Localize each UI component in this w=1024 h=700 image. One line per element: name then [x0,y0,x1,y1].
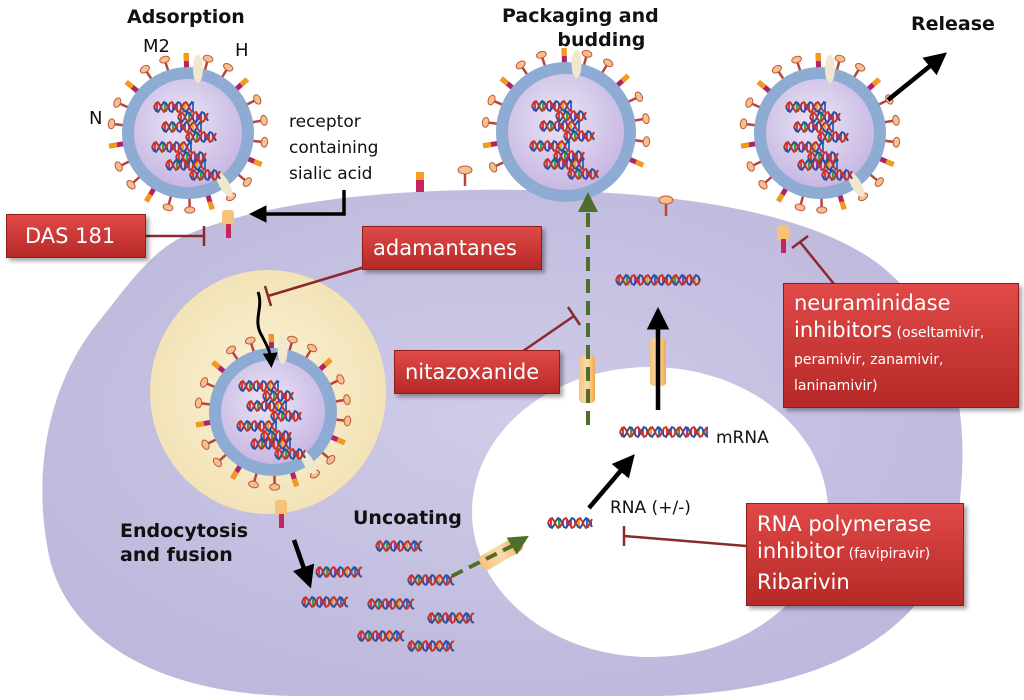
receptor-binding-arrow [249,190,346,223]
neuraminidase-inhibit-line [791,235,835,285]
drug-neuraminidase-line3: peramivir, zanamivir, [794,352,944,368]
virus-rna-segment [809,110,841,124]
drug-polymerase-line1: RNA polymerase [757,512,932,536]
stage-endocytosis: Endocytosis and fusion [120,519,248,567]
nucleus [472,367,828,657]
virus-rna-segment [274,447,306,461]
cytoplasm-rna-segment [375,539,423,553]
virus-rna-segment [821,168,853,182]
label-receptor-line1: receptor [289,112,361,132]
label-m2: M2 [143,36,170,57]
polymerase-inhibit-line [622,526,747,548]
drug-box-das181: DAS 181 [6,214,146,258]
drug-polymerase-line3: Ribarivin [757,570,850,594]
label-h: H [235,40,249,61]
label-receptor-line3: sialic acid [289,164,373,184]
label-rna: RNA (+/-) [610,498,691,518]
virus-rna-segment [539,119,581,133]
mrna-strand [619,425,709,439]
cytoplasm-rna-segment [367,597,415,611]
cytoplasm-rna-segment [407,639,455,653]
stage-adsorption: Adsorption [127,6,245,28]
label-receptor-line2: containing [289,138,379,158]
virus-rna-segment [151,140,193,154]
drug-das181: DAS 181 [25,224,116,248]
das181-inhibit-line [146,226,206,246]
virus-rna-segment [236,419,278,433]
virus-rna-segment [567,167,599,181]
cytoplasm-rna-segment [315,565,363,579]
virus-released [739,52,901,214]
cytoplasm-rna-segment [357,629,405,643]
stage-endocytosis-line1: Endocytosis [120,520,249,542]
transcription-arrow [587,454,635,510]
virus-rna-segment [177,110,209,124]
virus-rna-segment [817,130,849,144]
label-n: N [89,108,103,129]
virus-rna-segment [153,100,195,114]
stage-endocytosis-line2: and fusion [120,544,233,566]
sialic-acid-receptor [222,210,234,238]
release-arrow [886,52,948,102]
label-receptor: receptor containing sialic acid [289,109,378,187]
adamantanes-inhibit-line [263,264,369,307]
virus-rna-segment [555,109,587,123]
stage-packaging: Packaging and budding [502,4,659,52]
stage-uncoating: Uncoating [353,507,462,529]
membrane-hemagglutinin [457,165,473,186]
drug-neuraminidase-line4: laninamivir) [794,378,878,394]
stage-packaging-line1: Packaging and [502,5,659,27]
drug-adamantanes: adamantanes [373,236,517,260]
virus-rna-segment [553,149,585,163]
stage-packaging-line2: budding [557,29,646,51]
drug-nitazoxanide: nitazoxanide [405,360,540,384]
virus-rna-segment [189,168,221,182]
cytoplasm-rna-segment [301,595,349,609]
sialic-acid-receptor [275,500,287,528]
virus-endocytosed [194,333,352,491]
virus-rna-segment [238,379,280,393]
drug-box-nitazoxanide: nitazoxanide [394,350,560,394]
stage-release: Release [911,13,995,35]
membrane-neuraminidase [416,172,424,192]
virus-rna-segment [175,150,207,164]
exported-mrna-strand [615,273,701,287]
drug-polymerase-line2: inhibitor [757,539,845,563]
virus-rna-segment [807,150,839,164]
cytoplasm-rna-segment [407,573,455,587]
virus-rna-segment [783,140,825,154]
virus-rna-segment [246,399,288,413]
virus-rna-segment [785,100,827,114]
drug-box-adamantanes: adamantanes [362,226,542,270]
virus-rna-segment [185,130,217,144]
virus-adsorption [107,52,269,214]
drug-neuraminidase-line2: inhibitors [794,318,893,342]
nuclear-rna-segment [547,516,593,530]
virus-rna-segment [529,139,571,153]
virus-rna-segment [270,409,302,423]
virus-rna-segment [793,120,835,134]
virus-rna-segment [161,120,203,134]
drug-box-neuraminidase: neuraminidase inhibitors (oseltamivir, p… [783,283,1019,408]
virus-budding [481,47,651,202]
virus-rna-segment [563,129,595,143]
drug-polymerase-line2-small: (favipiravir) [844,546,931,562]
virus-rna-segment [531,99,573,113]
drug-neuraminidase-line2-small: (oseltamivir, [892,325,985,341]
membrane-hemagglutinin [658,195,674,216]
sialic-acid-receptor [777,225,789,253]
cytoplasm-rna-segment [427,611,475,625]
label-mrna: mRNA [716,428,769,448]
drug-neuraminidase-line1: neuraminidase [794,291,951,315]
drug-box-polymerase: RNA polymerase inhibitor (favipiravir) R… [746,503,964,606]
nuclear-import-arrow [451,535,529,578]
virus-rna-segment [262,389,294,403]
virus-rna-segment [260,429,292,443]
uncoating-arrow [291,539,315,589]
endocytosis-arrow [256,291,278,368]
